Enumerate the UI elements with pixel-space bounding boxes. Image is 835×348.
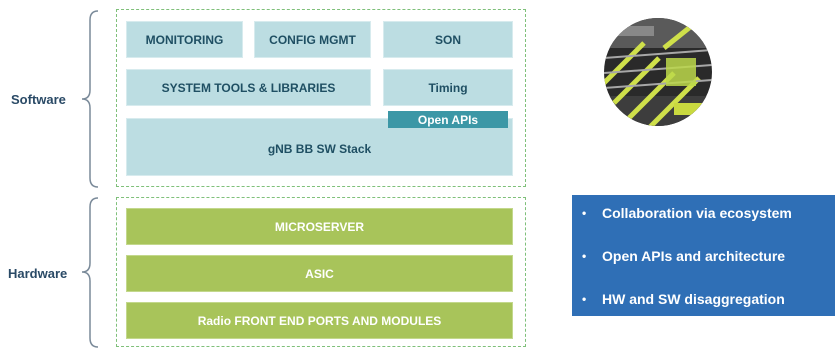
benefit-item: • Collaboration via ecosystem <box>582 203 792 223</box>
software-brace-icon <box>81 10 99 188</box>
radio-front-end-block: Radio FRONT END PORTS AND MODULES <box>126 302 513 339</box>
benefit-item: • Open APIs and architecture <box>582 246 785 266</box>
benefit-text: Collaboration via ecosystem <box>602 205 792 221</box>
bullet-icon: • <box>582 249 587 263</box>
bullet-icon: • <box>582 292 587 306</box>
software-container <box>116 9 526 187</box>
asic-block: ASIC <box>126 255 513 292</box>
monitoring-block: MONITORING <box>126 21 243 58</box>
hardware-brace-icon <box>81 197 99 348</box>
benefits-panel: • Collaboration via ecosystem • Open API… <box>572 195 835 316</box>
microserver-block: MICROSERVER <box>126 208 513 245</box>
software-label: Software <box>11 92 66 107</box>
benefit-text: HW and SW disaggregation <box>602 291 785 307</box>
benefit-item: • HW and SW disaggregation <box>582 289 785 309</box>
open-apis-label: Open APIs <box>388 111 508 128</box>
timing-block: Timing <box>383 69 513 106</box>
benefit-text: Open APIs and architecture <box>602 248 786 264</box>
hardware-container <box>116 197 526 347</box>
bullet-icon: • <box>582 206 587 220</box>
son-block: SON <box>383 21 513 58</box>
config-mgmt-block: CONFIG MGMT <box>254 21 371 58</box>
hardware-label: Hardware <box>8 266 68 281</box>
system-tools-block: SYSTEM TOOLS & LIBRARIES <box>126 69 371 106</box>
server-hardware-photo <box>604 18 712 126</box>
